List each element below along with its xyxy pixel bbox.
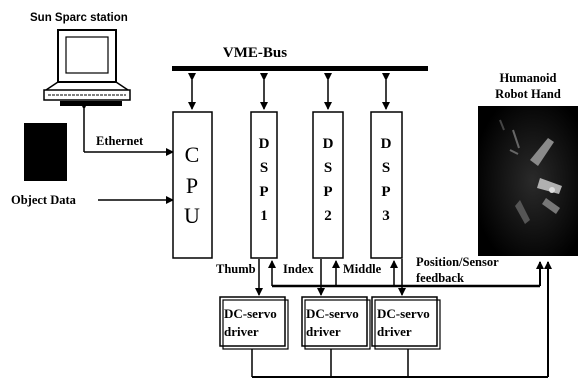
bus-label: VME-Bus: [223, 45, 287, 61]
hand-title-1: Humanoid: [500, 71, 557, 85]
dsp-letter: 2: [324, 208, 332, 224]
index-label: Index: [283, 262, 314, 276]
dsp-block-1: D S P 1: [251, 112, 277, 258]
dsp-letter: P: [323, 184, 332, 200]
thumb-label: Thumb: [216, 262, 256, 276]
cpu-block: C P U: [173, 112, 212, 258]
dsp-letter: 1: [260, 208, 268, 224]
dsp-letter: D: [259, 136, 270, 152]
servo-driver-label: DC-servo: [306, 306, 359, 321]
servo-driver-3: DC-servo driver: [372, 297, 440, 349]
dsp-letter: S: [324, 160, 332, 176]
servo-driver-label: DC-servo: [224, 306, 277, 321]
ethernet-label: Ethernet: [96, 134, 144, 148]
robot-hand-photo: [478, 106, 578, 256]
cpu-letter: C: [185, 142, 200, 167]
feedback-label-1: Position/Sensor: [416, 255, 499, 269]
servo-driver-1: DC-servo driver: [220, 297, 288, 349]
dsp-block-3: D S P 3: [371, 112, 402, 258]
dsp-letter: D: [323, 136, 334, 152]
servo-driver-label: driver: [306, 324, 341, 339]
hand-title-2: Robot Hand: [495, 87, 561, 101]
workstation-label: Sun Sparc station: [30, 12, 128, 24]
dsp-letter: P: [259, 184, 268, 200]
servo-driver-2: DC-servo driver: [302, 297, 370, 349]
dsp-letter: 3: [382, 208, 390, 224]
object-data-label: Object Data: [11, 193, 77, 207]
object-data-icon: [24, 123, 67, 181]
servo-driver-label: DC-servo: [377, 306, 430, 321]
middle-label: Middle: [343, 262, 382, 276]
workstation: Sun Sparc station: [30, 12, 130, 106]
computer-icon: [44, 30, 130, 106]
dsp-letter: D: [381, 136, 392, 152]
servo-driver-label: driver: [377, 324, 412, 339]
dsp-letter: P: [381, 184, 390, 200]
vme-bus: [172, 66, 428, 71]
feedback-label-2: feedback: [416, 271, 464, 285]
cpu-letter: P: [186, 173, 198, 198]
cpu-letter: U: [184, 203, 200, 228]
dsp-block-2: D S P 2: [313, 112, 343, 258]
dsp-letter: S: [260, 160, 268, 176]
servo-driver-label: driver: [224, 324, 259, 339]
dsp-letter: S: [382, 160, 390, 176]
